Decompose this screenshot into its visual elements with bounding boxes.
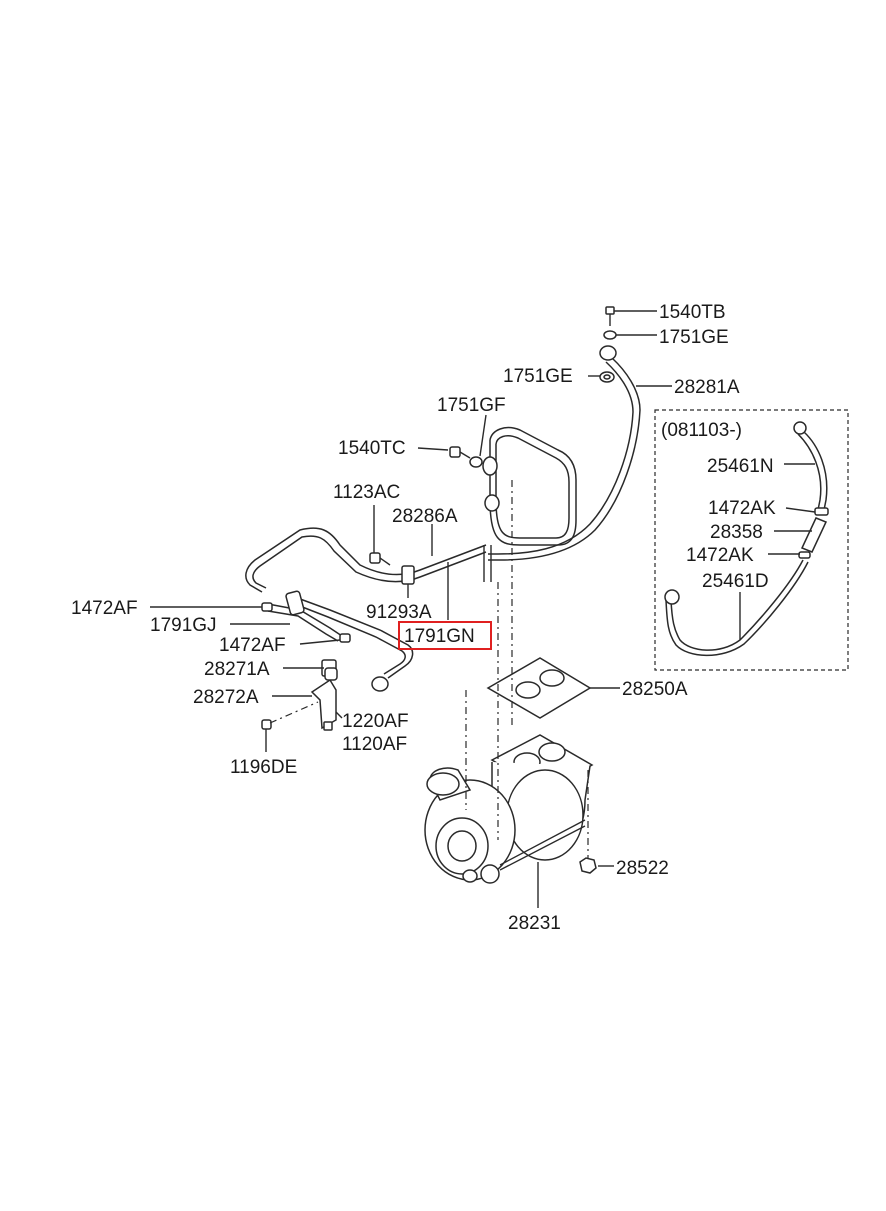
label-25461n[interactable]: 25461N (707, 456, 774, 477)
gasket-28250a (486, 657, 592, 719)
label-1472af-lower[interactable]: 1472AF (219, 635, 286, 656)
label-28286a[interactable]: 28286A (392, 506, 458, 527)
label-1791gn[interactable]: 1791GN (404, 626, 475, 647)
label-1540tb[interactable]: 1540TB (659, 302, 726, 323)
label-91293a[interactable]: 91293A (366, 602, 432, 623)
highlight-frame-1791gn (398, 621, 492, 650)
label-28250a[interactable]: 28250A (622, 679, 688, 700)
label-28358[interactable]: 28358 (710, 522, 763, 543)
variant-box-label: (081103-) (661, 420, 742, 441)
label-1751gf[interactable]: 1751GF (437, 395, 506, 416)
washer-1751ge-top (603, 330, 617, 340)
fitting-1751gf (469, 456, 498, 476)
hose-25461n (793, 421, 828, 511)
bolt-1123ac (369, 552, 391, 566)
nut-28522 (579, 857, 597, 874)
pipe-28286a (245, 426, 577, 593)
label-1196de[interactable]: 1196DE (230, 757, 297, 778)
valve-28271a (324, 667, 338, 681)
bracket-91293a (401, 565, 415, 585)
clamp-1472ak-upper (814, 507, 829, 516)
washer-1751ge-left (599, 371, 615, 383)
label-28281a[interactable]: 28281A (674, 377, 740, 398)
pipe-1791gn (285, 590, 414, 692)
pipe-28281a (488, 345, 641, 561)
clamp-1472ak-lower (798, 551, 811, 559)
turbocharger-28231 (424, 734, 594, 884)
label-1472af-upper[interactable]: 1472AF (71, 598, 138, 619)
nut-1120af (323, 721, 333, 731)
label-1120af[interactable]: 1120AF (342, 734, 407, 755)
variant-box (654, 409, 849, 671)
label-28522[interactable]: 28522 (616, 858, 669, 879)
fitting-turbo-oil-feed (483, 494, 500, 582)
label-28271a[interactable]: 28271A (204, 659, 270, 680)
label-28272a[interactable]: 28272A (193, 687, 259, 708)
label-1123ac[interactable]: 1123AC (333, 482, 400, 503)
label-25461d[interactable]: 25461D (702, 571, 769, 592)
label-1791gj[interactable]: 1791GJ (150, 615, 217, 636)
label-1472ak-lower[interactable]: 1472AK (686, 545, 754, 566)
hose-25461d (664, 559, 809, 657)
label-1220af[interactable]: 1220AF (342, 711, 409, 732)
label-1472ak-upper[interactable]: 1472AK (708, 498, 776, 519)
bolt-1540tb (605, 306, 615, 326)
label-1540tc[interactable]: 1540TC (338, 438, 406, 459)
bolt-1540tc (449, 446, 471, 459)
tube-28358 (800, 517, 828, 553)
pipe-1791gj (261, 602, 351, 643)
label-1751ge-top[interactable]: 1751GE (659, 327, 729, 348)
label-1751ge-left[interactable]: 1751GE (503, 366, 573, 387)
label-28231[interactable]: 28231 (508, 913, 561, 934)
bolt-1196de (261, 719, 272, 742)
